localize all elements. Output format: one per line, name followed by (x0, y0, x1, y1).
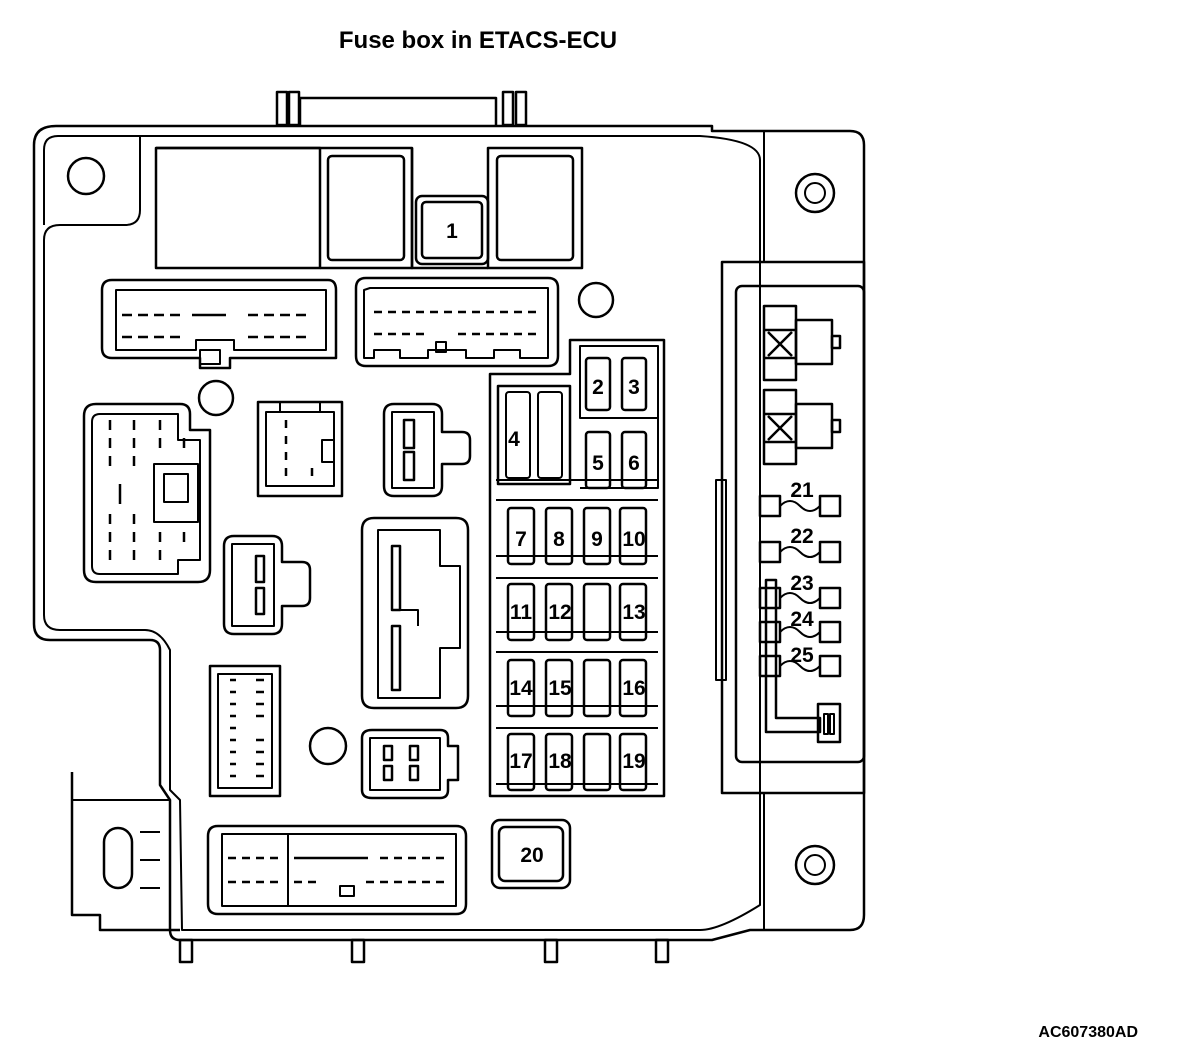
fuse-11-label[interactable]: 11 (510, 601, 533, 624)
fuse-4-label[interactable]: 4 (508, 428, 520, 451)
fuse-1-body (414, 194, 490, 266)
fuse-16-label[interactable]: 16 (622, 677, 645, 700)
fuse-22-body (758, 540, 842, 564)
fuse-15-label[interactable]: 15 (548, 677, 572, 700)
main-fuse-block (488, 338, 666, 798)
fuse-10-label[interactable]: 10 (622, 528, 645, 551)
connectors (82, 276, 615, 916)
connector-top-left (100, 278, 338, 370)
fuse-6-label[interactable]: 6 (628, 452, 640, 475)
fuse-24-label[interactable]: 24 (790, 608, 814, 631)
mount-hole-top-left (66, 156, 106, 196)
connector-bottom-long (206, 824, 468, 916)
fuse-9-label[interactable]: 9 (591, 528, 603, 551)
fuse-labels: 1 2 3 4 5 6 7 8 9 10 11 12 13 14 15 16 1… (446, 220, 814, 867)
fuse-4-body (496, 384, 572, 486)
fuse-23-24-25-bodies (758, 578, 842, 744)
fuse-25-label[interactable]: 25 (790, 644, 814, 667)
fuse-19-label[interactable]: 19 (622, 750, 645, 773)
fuse-7-label[interactable]: 7 (515, 528, 527, 551)
relay-upper (762, 304, 842, 382)
connector-center-left (256, 400, 344, 498)
connector-two-pin-upper (382, 402, 472, 498)
connector-two-pin-left (222, 534, 312, 636)
fuse-22-label[interactable]: 22 (790, 525, 813, 548)
diagram-title: Fuse box in ETACS-ECU (339, 27, 617, 54)
connector-four-pin (360, 728, 460, 800)
side-fuse-module (715, 260, 866, 795)
fuse-20-label[interactable]: 20 (520, 844, 543, 867)
fuse-23-label[interactable]: 23 (790, 572, 813, 595)
mount-slot-bottom-left (102, 826, 134, 890)
mount-hole-top-right (794, 172, 836, 214)
fuse-20-body (490, 818, 572, 890)
fuse-13-label[interactable]: 13 (622, 601, 645, 624)
reference-code: AC607380AD (1038, 1024, 1138, 1041)
relay-lower (762, 388, 842, 466)
fuse-2-label[interactable]: 2 (592, 376, 604, 399)
fuse-14-label[interactable]: 14 (509, 677, 533, 700)
fuse-8-label[interactable]: 8 (553, 528, 565, 551)
fuse-3-label[interactable]: 3 (628, 376, 640, 399)
fuse-5-label[interactable]: 5 (592, 452, 604, 475)
connector-top-middle (354, 276, 560, 368)
connector-left-vertical (82, 402, 212, 584)
fuse-17-label[interactable]: 17 (509, 750, 532, 773)
connector-bottom-left-vertical (208, 664, 282, 798)
top-relay-block (154, 146, 584, 270)
fuse-21-label[interactable]: 21 (790, 479, 814, 502)
mount-hole-bottom-right (794, 844, 836, 886)
fuse-21-body (758, 494, 842, 518)
fuse-18-label[interactable]: 18 (548, 750, 572, 773)
connector-center-large (360, 516, 470, 710)
fuse-12-label[interactable]: 12 (548, 601, 571, 624)
fuse-1-label[interactable]: 1 (446, 220, 458, 243)
